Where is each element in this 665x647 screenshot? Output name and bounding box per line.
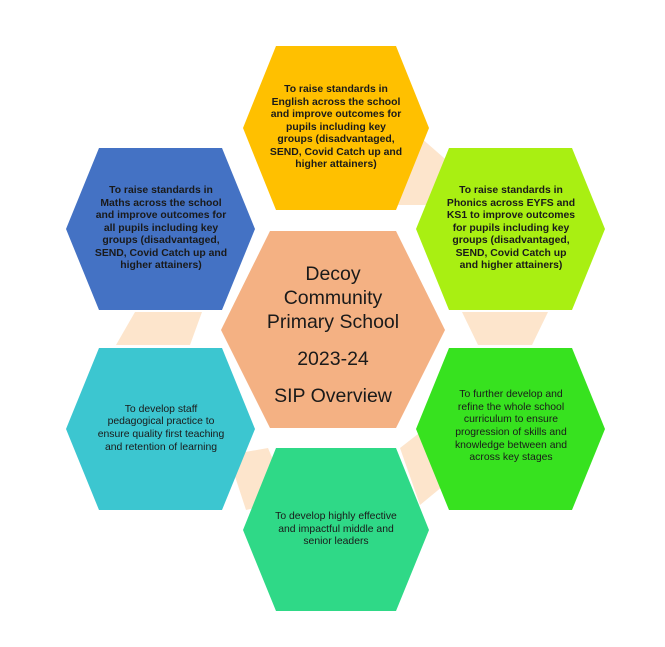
- connector-pedagogy-maths: [116, 312, 202, 345]
- center-title-block: Decoy Community Primary School 2023-24 S…: [245, 250, 421, 420]
- connector-phonics-curriculum: [462, 312, 548, 345]
- leaders-priority-text: To develop highly effective and impactfu…: [275, 511, 397, 548]
- school-name-line-2: Community: [283, 287, 383, 309]
- maths-priority-text: To raise standards in Maths across the s…: [94, 184, 228, 272]
- curriculum-priority-text: To further develop and refine the whole …: [454, 389, 568, 464]
- sip-overview-label: SIP Overview: [274, 385, 392, 407]
- hexagon-curriculum: [416, 348, 605, 510]
- english-priority-text: To raise standards in English across the…: [269, 83, 403, 171]
- hexagon-pedagogy: [66, 348, 255, 510]
- academic-year: 2023-24: [297, 348, 369, 370]
- hexagon-english: [243, 46, 429, 210]
- hexagon-maths: [66, 148, 255, 310]
- phonics-priority-text: To raise standards in Phonics across EYF…: [446, 184, 576, 272]
- hexagon-center: [221, 231, 445, 428]
- school-name-line-3: Primary School: [266, 311, 400, 333]
- hexagon-phonics: [416, 148, 605, 310]
- school-name-line-1: Decoy: [305, 263, 361, 285]
- pedagogy-priority-text: To develop staff pedagogical practice to…: [97, 403, 225, 453]
- hexagon-leaders: [243, 448, 429, 611]
